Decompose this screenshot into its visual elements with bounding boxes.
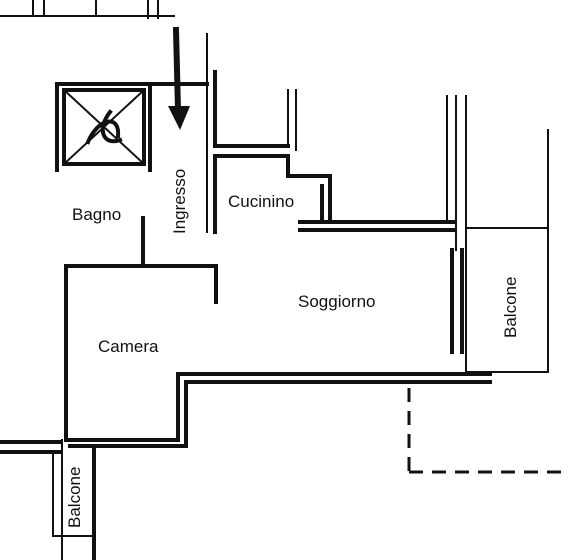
right-facade-walls bbox=[446, 95, 549, 373]
entry-arrow bbox=[168, 26, 190, 130]
bathroom-walls bbox=[55, 82, 209, 172]
interior-walls bbox=[64, 216, 218, 442]
room-label-bagno: Bagno bbox=[72, 205, 121, 224]
room-label-balcone-right: Balcone bbox=[501, 277, 520, 338]
room-label-cucinino: Cucinino bbox=[228, 192, 294, 211]
shower-fixture bbox=[85, 109, 123, 145]
room-label-soggiorno: Soggiorno bbox=[298, 292, 376, 311]
room-label-camera: Camera bbox=[98, 337, 159, 356]
room-label-ingresso: Ingresso bbox=[170, 169, 189, 234]
terrace-outline bbox=[407, 388, 566, 474]
room-label-balcone-bottom: Balcone bbox=[65, 467, 84, 528]
bottom-walls bbox=[0, 372, 492, 454]
bottom-balcony-walls bbox=[52, 439, 96, 560]
top-edge-walls bbox=[0, 0, 175, 19]
kitchen-walls bbox=[206, 33, 457, 234]
